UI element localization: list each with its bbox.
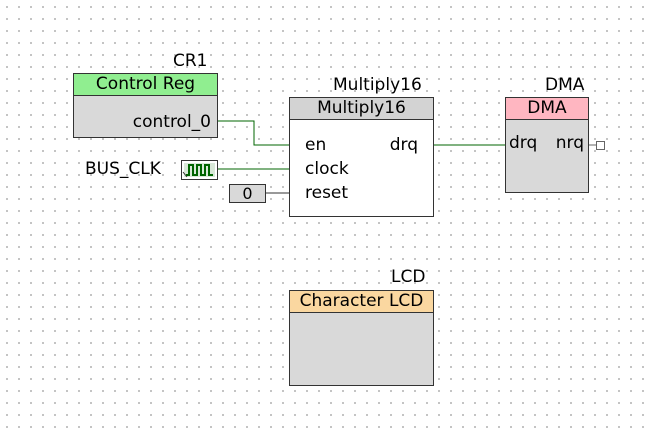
multiply-instance-label: Multiply16: [333, 75, 422, 95]
dma-instance-label: DMA: [545, 75, 585, 95]
lcd-instance-label: LCD: [391, 267, 426, 287]
control-reg-port-control-0[interactable]: control_0: [132, 112, 211, 132]
dma-title: DMA: [506, 98, 588, 120]
lcd-block[interactable]: Character LCD: [289, 290, 434, 386]
dma-block[interactable]: DMA drq nrq: [505, 97, 589, 193]
multiply-port-en[interactable]: en: [305, 135, 327, 155]
multiply-block[interactable]: Multiply16 en clock reset drq: [289, 97, 434, 217]
reset-constant[interactable]: 0: [229, 184, 266, 203]
multiply-port-clock[interactable]: clock: [305, 159, 349, 179]
control-reg-instance-label: CR1: [173, 51, 208, 71]
multiply-port-reset[interactable]: reset: [305, 183, 349, 203]
control-reg-block[interactable]: Control Reg control_0: [73, 73, 218, 138]
wire-control-to-en[interactable]: [217, 120, 289, 146]
bus-clk-label: BUS_CLK: [85, 159, 161, 179]
multiply-title: Multiply16: [290, 98, 433, 120]
lcd-title: Character LCD: [290, 291, 433, 313]
clock-source-icon[interactable]: [181, 160, 218, 180]
dma-port-nrq[interactable]: nrq: [555, 133, 584, 153]
nrq-terminal[interactable]: [596, 141, 605, 150]
multiply-port-drq[interactable]: drq: [389, 135, 418, 155]
dma-port-drq[interactable]: drq: [509, 133, 538, 153]
control-reg-title: Control Reg: [74, 74, 217, 96]
